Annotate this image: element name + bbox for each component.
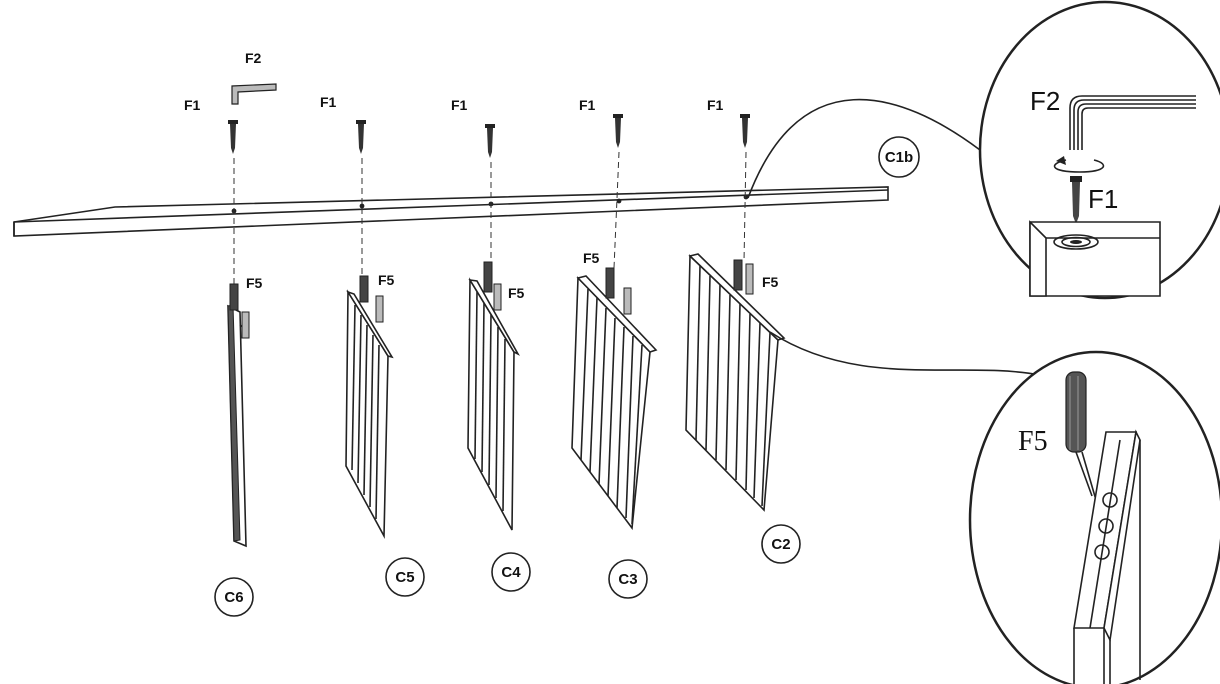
callout-c4: C4 xyxy=(491,552,531,592)
svg-text:C4: C4 xyxy=(501,564,521,581)
panel-c2 xyxy=(685,253,786,512)
label-f1-2: F1 xyxy=(320,94,337,110)
svg-text:C5: C5 xyxy=(395,569,414,586)
top-rail xyxy=(13,186,889,237)
panel-c5 xyxy=(345,275,394,540)
label-f5-2: F5 xyxy=(378,272,395,288)
screw-f1-3 xyxy=(485,124,495,158)
svg-text:C1b: C1b xyxy=(885,149,913,166)
detail-circle-dowel xyxy=(769,331,1220,684)
callout-c3: C3 xyxy=(608,559,648,599)
callout-c2: C2 xyxy=(761,524,801,564)
label-f1-1: F1 xyxy=(184,97,201,113)
screw-f1-2 xyxy=(356,120,366,154)
detail-circle-screw xyxy=(747,0,1220,300)
label-f5-4: F5 xyxy=(583,250,600,266)
callout-c1b: C1b xyxy=(878,136,920,178)
label-f2: F2 xyxy=(245,50,262,66)
panel-c6 xyxy=(227,283,250,548)
label-f1-5: F1 xyxy=(707,97,724,113)
label-f5-1: F5 xyxy=(246,275,263,291)
label-f1-3: F1 xyxy=(451,97,468,113)
label-f5-5: F5 xyxy=(762,274,779,290)
detail-label-f2: F2 xyxy=(1030,86,1060,116)
labels: F2 F1 F1 F1 F1 F1 F5 F5 F5 F5 F5 F2 F1 F… xyxy=(184,50,1118,457)
panel-c3 xyxy=(571,267,658,531)
svg-text:C2: C2 xyxy=(771,536,790,553)
label-f5-3: F5 xyxy=(508,285,525,301)
allen-key-f2 xyxy=(231,83,277,105)
detail-label-f1: F1 xyxy=(1088,184,1118,214)
screw-f1-1 xyxy=(228,120,238,154)
label-f1-4: F1 xyxy=(579,97,596,113)
panel-c4 xyxy=(467,261,520,531)
screw-f1-5 xyxy=(740,114,750,148)
guide-lines xyxy=(233,151,747,285)
svg-text:C6: C6 xyxy=(224,589,243,606)
detail-label-f5: F5 xyxy=(1018,426,1048,457)
callout-c5: C5 xyxy=(385,557,425,597)
screw-f1-4 xyxy=(613,114,623,148)
callout-c6: C6 xyxy=(214,577,254,617)
part-callouts: C1b C2 C3 C4 C5 C6 xyxy=(214,136,920,617)
svg-text:C3: C3 xyxy=(618,571,637,588)
